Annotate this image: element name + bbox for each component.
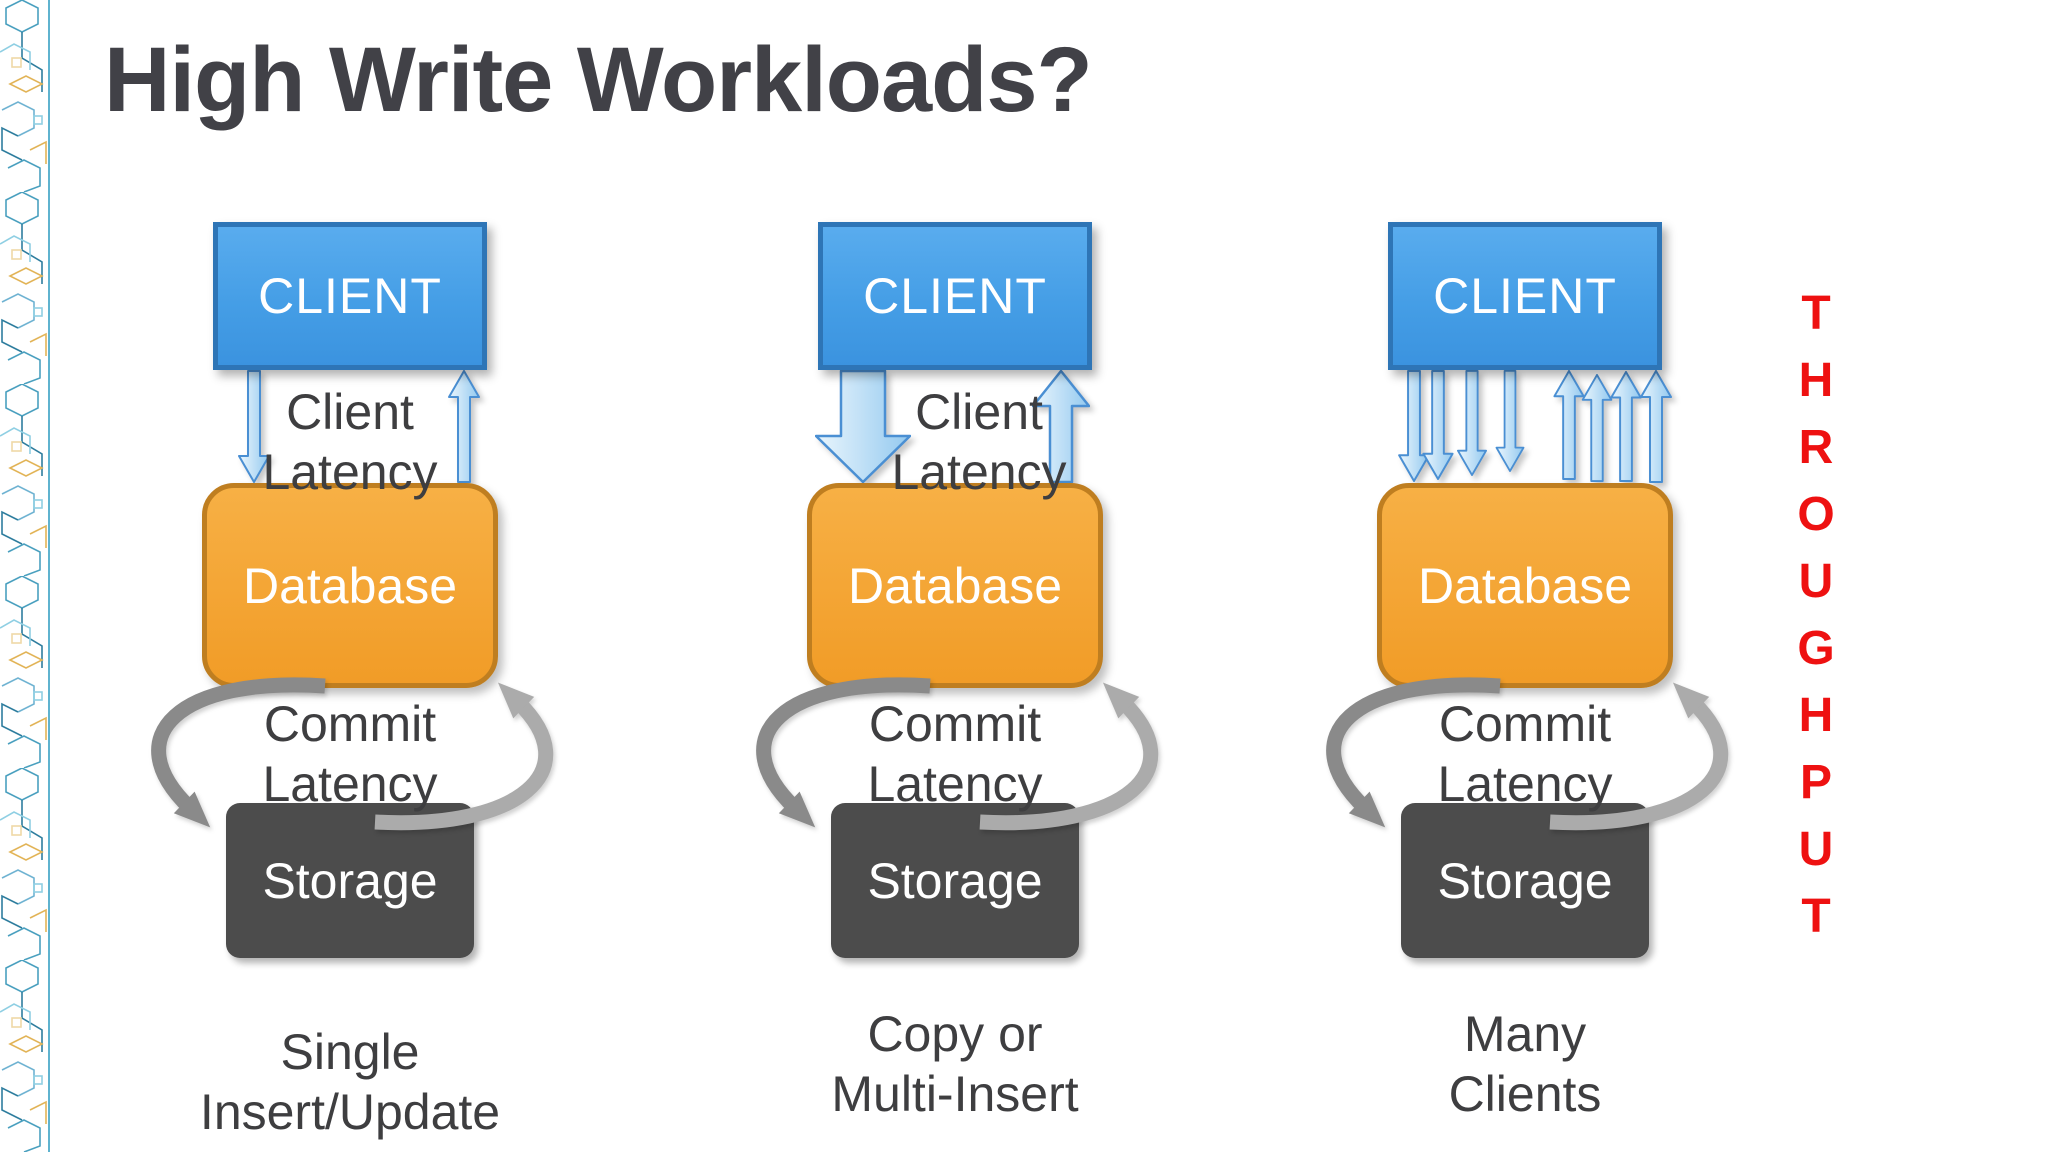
database-box: Database <box>202 483 498 688</box>
throughput-letter: R <box>1798 421 1834 474</box>
up-arrow-icon <box>448 370 480 483</box>
up-arrow-icon <box>1032 370 1090 483</box>
client-latency-label: Client Latency <box>262 384 438 500</box>
decorative-circuit-pattern <box>0 0 50 1152</box>
throughput-letter: H <box>1798 689 1834 742</box>
storage-box: Storage <box>226 803 474 958</box>
page-title: High Write Workloads? <box>104 29 1093 131</box>
storage-label: Storage <box>1437 852 1613 909</box>
storage-box: Storage <box>831 803 1079 958</box>
database-label: Database <box>242 557 458 614</box>
client-label: CLIENT <box>258 268 442 324</box>
client-box: CLIENT <box>818 222 1092 370</box>
client-latency-label: Client Latency <box>891 384 1067 500</box>
storage-label: Storage <box>262 852 438 909</box>
commit-latency-label: Commit Latency <box>262 696 438 812</box>
client-latency-zone: Client Latency <box>807 370 1103 500</box>
workload-column-many-clients: CLIENT Database <box>1326 222 1729 1124</box>
column-caption: Single Insert/Update <box>199 1024 501 1140</box>
throughput-letter: T <box>1801 287 1831 340</box>
commit-latency-zone: Commit Latency <box>1326 677 1729 831</box>
column-caption: Copy or Multi-Insert <box>831 1006 1079 1122</box>
commit-latency-zone: Commit Latency <box>756 677 1159 831</box>
database-box: Database <box>807 483 1103 688</box>
column-caption: Many Clients <box>1448 1006 1602 1122</box>
workload-column-single-insert: CLIENT Client Latency Database Commit <box>151 222 554 1142</box>
client-label: CLIENT <box>1433 268 1617 324</box>
throughput-letter: T <box>1801 890 1831 943</box>
down-arrow-icon <box>238 370 270 483</box>
throughput-letter: P <box>1799 756 1832 809</box>
database-label: Database <box>1417 557 1633 614</box>
up-arrow-icon <box>1581 374 1613 482</box>
commit-latency-zone: Commit Latency <box>151 677 554 831</box>
database-box: Database <box>1377 483 1673 688</box>
client-latency-zone: Client Latency <box>202 370 498 500</box>
down-arrow-icon <box>1422 370 1454 480</box>
throughput-letter: H <box>1798 354 1834 407</box>
down-arrow-icon <box>1495 370 1525 472</box>
throughput-letter: O <box>1797 488 1835 541</box>
workload-column-multi-insert: CLIENT Client Latency Database Commit <box>756 222 1159 1124</box>
client-label: CLIENT <box>863 268 1047 324</box>
storage-box: Storage <box>1401 803 1649 958</box>
down-arrow-icon <box>1398 370 1430 482</box>
down-arrow-icon <box>1456 370 1488 476</box>
client-box: CLIENT <box>1388 222 1662 370</box>
commit-latency-label: Commit Latency <box>1437 696 1613 812</box>
throughput-letter: G <box>1797 622 1835 675</box>
database-label: Database <box>847 557 1063 614</box>
up-arrow-icon <box>1640 370 1672 483</box>
client-latency-zone <box>1377 370 1673 483</box>
storage-label: Storage <box>867 852 1043 909</box>
up-arrow-icon <box>1610 371 1642 482</box>
throughput-letter: U <box>1798 555 1834 608</box>
wide-down-arrow-icon <box>815 370 911 483</box>
client-box: CLIENT <box>213 222 487 370</box>
up-arrow-icon <box>1553 370 1585 480</box>
throughput-letter: U <box>1798 823 1834 876</box>
commit-latency-label: Commit Latency <box>867 696 1043 812</box>
